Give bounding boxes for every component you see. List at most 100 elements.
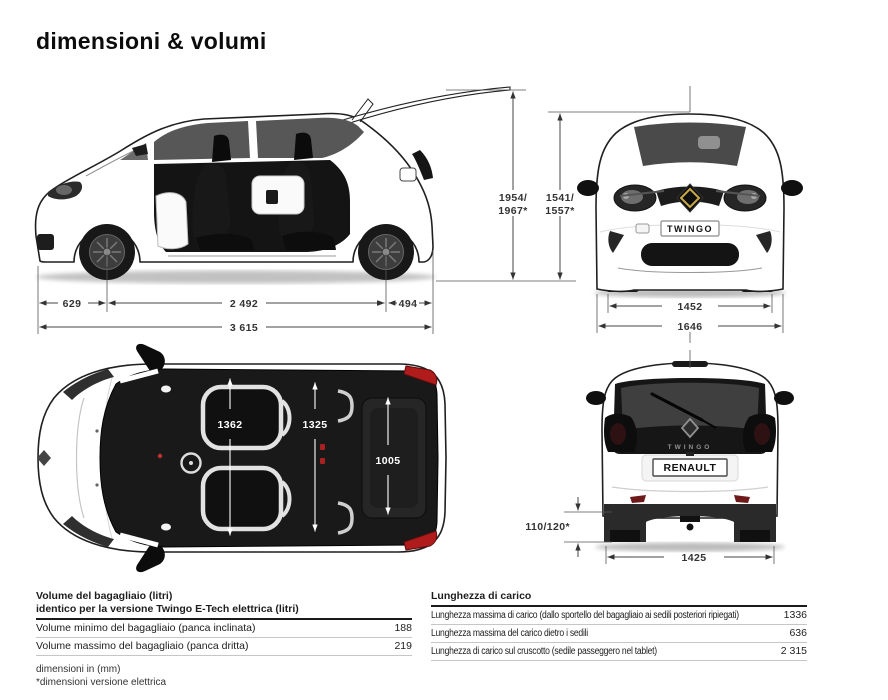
table-title-line2: identico per la versione Twingo E-Tech e… — [36, 603, 299, 615]
hinge-right — [161, 523, 171, 531]
row-label: Lunghezza massima del carico dietro i se… — [431, 628, 588, 639]
right-reflector — [734, 495, 750, 503]
front-seat — [192, 163, 231, 242]
rearview-mirror — [698, 136, 720, 149]
headrest-left — [280, 399, 292, 437]
renault-diamond-icon — [680, 417, 700, 439]
a-pillar-right — [119, 532, 159, 548]
dim-rear-overhang: 494 — [399, 298, 418, 310]
hinge-left — [161, 385, 171, 393]
taillight-lens — [754, 423, 770, 445]
rear-left-tire — [610, 530, 640, 542]
a-pillar-left — [119, 368, 159, 384]
washer-nozzle — [95, 429, 99, 433]
side-view-dimensions: 629 2 492 494 3 615 1954/ 1967* 1541/ 15… — [37, 86, 691, 334]
footnotes: dimensioni in (mm) *dimensioni versione … — [36, 663, 412, 689]
car-rear-view: TWINGO RENAULT — [586, 361, 794, 552]
table-row: Lunghezza massima di carico (dallo sport… — [431, 607, 807, 625]
rear-headrest-left — [337, 389, 354, 423]
car-top-view — [37, 343, 447, 573]
rear-model-badge: TWINGO — [668, 444, 713, 451]
top-headlight-right — [63, 516, 114, 547]
headlight-glass — [56, 185, 72, 195]
rear-wiper-arm — [701, 419, 717, 429]
car-front-view: TWINGO — [577, 113, 803, 298]
dim-height-line1: 1541/ — [546, 192, 574, 204]
left-mirror — [577, 180, 599, 196]
right-mirror — [781, 180, 803, 196]
dim-max-height-line1: 1954/ — [499, 192, 527, 204]
row-value: 2 315 — [780, 645, 807, 657]
front-seat-right — [200, 465, 284, 532]
lower-bumper — [604, 504, 776, 542]
rear-left-mirror — [586, 391, 606, 405]
table-title: Lunghezza di carico — [431, 590, 532, 602]
tailgate-strut — [351, 98, 374, 123]
taillight-lens — [610, 423, 626, 445]
rear-shadow — [595, 542, 785, 552]
belt-marker — [320, 458, 325, 464]
front-cushion — [196, 233, 254, 250]
taillight-top-left — [403, 365, 438, 386]
page-title: dimensioni & volumi — [36, 28, 267, 54]
front-headrest — [212, 134, 231, 162]
rear-right-mirror — [774, 391, 794, 405]
row-label: Lunghezza massima di carico (dallo sport… — [431, 610, 739, 621]
rear-wiper — [650, 392, 704, 422]
left-fog-scoop — [608, 231, 624, 253]
row-value: 188 — [394, 622, 412, 634]
table-row: Lunghezza massima del carico dietro i se… — [431, 625, 807, 643]
top-headlight-left — [63, 369, 114, 400]
row-label: Volume massimo del bagagliaio (panca dri… — [36, 640, 249, 652]
console-marker — [157, 453, 163, 459]
grille-wing-right — [715, 190, 761, 197]
rear-wheel — [358, 224, 414, 280]
plate-light — [686, 452, 694, 456]
footnote-electric: *dimensioni versione elettrica — [36, 677, 167, 688]
bumper-crease — [611, 486, 769, 493]
dim-boot-width: 1005 — [376, 455, 401, 467]
front-view-dimensions: 1452 1646 — [596, 294, 784, 343]
footnote-units: dimensioni in (mm) — [36, 664, 121, 675]
front-license-plate — [660, 220, 720, 237]
bumper-lip — [617, 267, 763, 273]
rear-license-plate — [652, 458, 728, 477]
left-reflector — [630, 495, 646, 503]
fuel-door — [399, 167, 417, 182]
boot-volume-table: Volume del bagagliaio (litri) identico p… — [36, 590, 412, 689]
dim-max-height-line2: 1967* — [498, 205, 528, 217]
dim-ground-clearance: 110/120* — [525, 521, 570, 533]
rear-headrest — [294, 132, 313, 160]
front-seat-left — [200, 384, 284, 451]
right-fog-scoop — [756, 231, 772, 253]
table-row: Volume massimo del bagagliaio (panca dri… — [36, 638, 412, 656]
grille-wing-left — [619, 190, 665, 197]
belt-marker — [320, 444, 325, 450]
dimensions-diagram: 629 2 492 494 3 615 1954/ 1967* 1541/ 15… — [34, 86, 803, 573]
renault-diamond-icon — [676, 183, 704, 213]
rear-panel-handle — [266, 190, 278, 204]
boot-volume-table-header: Volume del bagagliaio (litri) identico p… — [36, 590, 412, 620]
washer-nozzle — [95, 483, 99, 487]
front-plate-text: TWINGO — [667, 224, 713, 234]
dim-total-length: 3 615 — [230, 322, 258, 334]
table-row: Lunghezza di carico sul cruscotto (sedil… — [431, 643, 807, 661]
dim-front-overhang: 629 — [63, 298, 82, 310]
top-view-dimensions: 1362 1325 1005 — [218, 378, 401, 536]
taillight-side — [412, 150, 433, 180]
dim-front-interior-width: 1362 — [218, 419, 243, 431]
row-label: Lunghezza di carico sul cruscotto (sedil… — [431, 646, 657, 657]
dim-rear-interior-width: 1325 — [303, 419, 328, 431]
door-card — [155, 192, 189, 250]
rear-view-dimensions: 110/120* 1425 — [525, 350, 775, 564]
steering-wheel — [180, 452, 202, 474]
rear-plate-text: RENAULT — [664, 462, 717, 474]
row-value: 636 — [789, 627, 807, 639]
row-value: 1336 — [783, 609, 807, 621]
windshield — [634, 122, 746, 166]
table-row: Volume minimo del bagagliaio (panca incl… — [36, 620, 412, 638]
top-left-mirror — [136, 343, 165, 371]
tow-mount — [680, 516, 700, 522]
dim-rear-track: 1425 — [682, 552, 707, 564]
